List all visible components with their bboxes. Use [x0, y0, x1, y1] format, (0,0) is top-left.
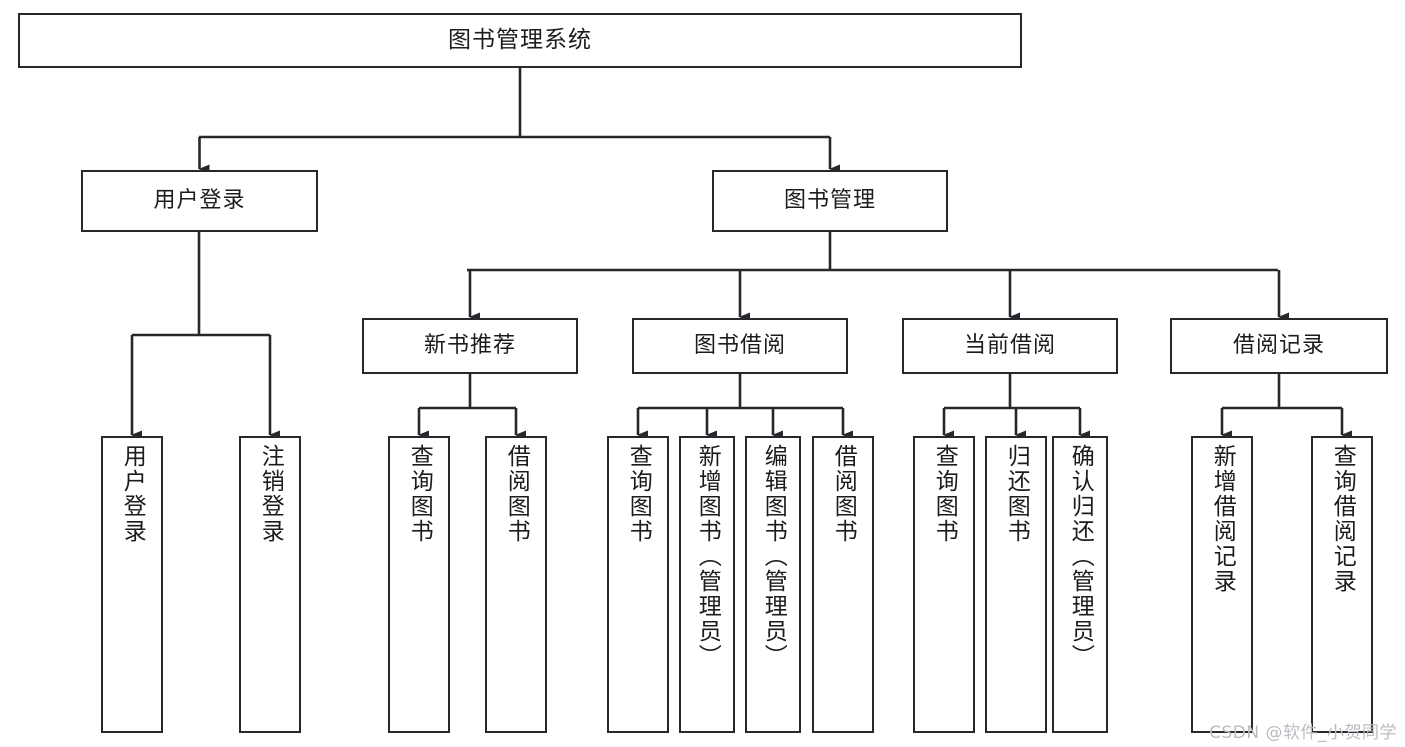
node-label: 确认归还（管理员） — [1067, 444, 1094, 669]
leaf-add-borrowing-record[interactable]: 新增借阅记录 — [1191, 436, 1253, 733]
node-user-login[interactable]: 用户登录 — [81, 170, 318, 232]
leaf-query-book-recommendation[interactable]: 查询图书 — [388, 436, 450, 733]
node-label: 查询图书 — [625, 444, 652, 544]
leaf-borrow-book-borrowing[interactable]: 借阅图书 — [812, 436, 874, 733]
leaf-query-borrowing-record[interactable]: 查询借阅记录 — [1311, 436, 1373, 733]
leaf-return-book[interactable]: 归还图书 — [985, 436, 1047, 733]
node-borrowing-record[interactable]: 借阅记录 — [1170, 318, 1388, 374]
node-label: 新增借阅记录 — [1209, 444, 1236, 594]
node-label: 图书管理系统 — [448, 26, 592, 53]
node-label: 查询图书 — [931, 444, 958, 544]
node-label: 借阅图书 — [503, 444, 530, 544]
leaf-query-book-current[interactable]: 查询图书 — [913, 436, 975, 733]
leaf-query-book-borrowing[interactable]: 查询图书 — [607, 436, 669, 733]
node-label: 用户登录 — [153, 187, 246, 213]
node-label: 图书借阅 — [693, 332, 786, 358]
node-label: 借阅记录 — [1232, 332, 1325, 358]
node-label: 借阅图书 — [830, 444, 857, 544]
node-root-system[interactable]: 图书管理系统 — [18, 13, 1022, 68]
leaf-confirm-return-admin[interactable]: 确认归还（管理员） — [1052, 436, 1108, 733]
node-label: 编辑图书（管理员） — [760, 444, 787, 669]
node-label: 用户登录 — [119, 444, 146, 544]
node-label: 图书管理 — [783, 187, 876, 213]
leaf-edit-book-admin[interactable]: 编辑图书（管理员） — [745, 436, 801, 733]
node-label: 注销登录 — [257, 444, 284, 544]
leaf-logout[interactable]: 注销登录 — [239, 436, 301, 733]
leaf-user-login[interactable]: 用户登录 — [101, 436, 163, 733]
node-book-borrowing[interactable]: 图书借阅 — [632, 318, 848, 374]
node-current-borrowing[interactable]: 当前借阅 — [902, 318, 1118, 374]
node-label: 当前借阅 — [963, 332, 1056, 358]
node-label: 查询图书 — [406, 444, 433, 544]
node-label: 归还图书 — [1003, 444, 1030, 544]
node-book-management[interactable]: 图书管理 — [712, 170, 948, 232]
node-new-book-recommendation[interactable]: 新书推荐 — [362, 318, 578, 374]
leaf-borrow-book-recommendation[interactable]: 借阅图书 — [485, 436, 547, 733]
leaf-add-book-admin[interactable]: 新增图书（管理员） — [679, 436, 735, 733]
csdn-watermark: CSDN @软件_小贺同学 — [1209, 723, 1397, 743]
node-label: 新书推荐 — [423, 332, 516, 358]
node-label: 新增图书（管理员） — [694, 444, 721, 669]
node-label: 查询借阅记录 — [1329, 444, 1356, 594]
